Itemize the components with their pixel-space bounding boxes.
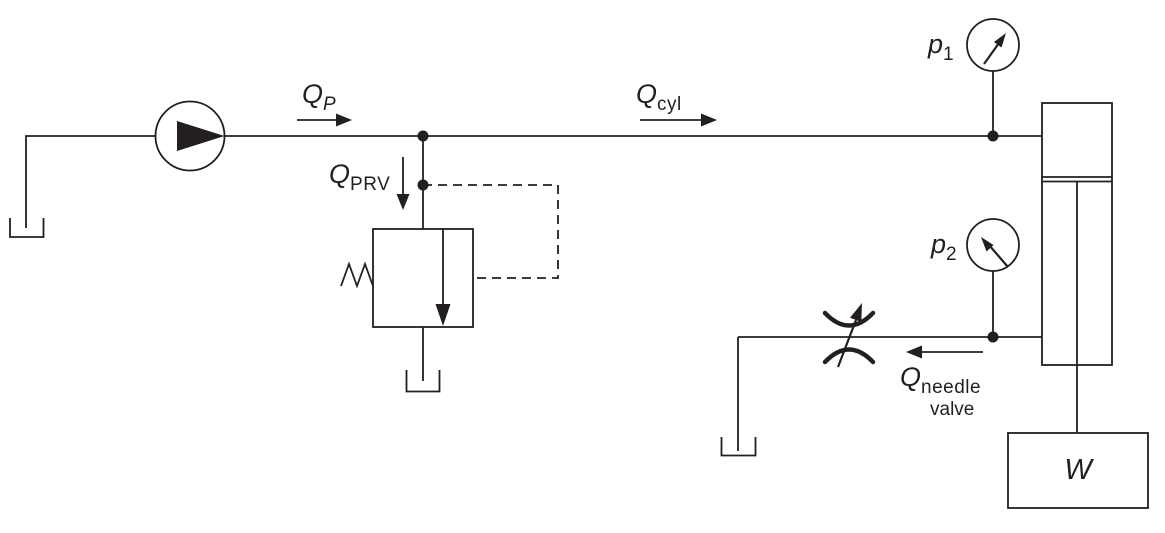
needle-valve-lower-arc xyxy=(822,347,876,365)
needle-valve-upper-arc xyxy=(822,310,876,328)
pressure-gauge-p1-icon xyxy=(966,18,1020,72)
label-weight: W xyxy=(1008,433,1148,508)
label-q-cyl: Qcyl xyxy=(636,79,682,115)
label-q-needle-sub: needle xyxy=(921,377,982,398)
qcyl-arrowhead xyxy=(701,113,717,127)
weight-box xyxy=(1007,432,1149,509)
label-q-needle-main: Q xyxy=(900,362,922,392)
prv-flow-arrowhead xyxy=(435,304,451,326)
label-p1-sub: 1 xyxy=(943,44,955,65)
label-q-prv: QPRV xyxy=(329,159,391,195)
junction-dots xyxy=(417,130,999,343)
tank-prv-drain-icon xyxy=(405,370,441,393)
label-p2: p2 xyxy=(931,229,958,265)
label-q-pump-main: Q xyxy=(302,79,324,109)
junction-dot xyxy=(987,130,999,142)
hydraulic-cylinder-icon xyxy=(1041,102,1113,433)
gauge-p1-needle xyxy=(994,33,1006,48)
label-q-prv-main: Q xyxy=(329,159,351,189)
prv-pilot-line xyxy=(423,184,559,279)
junction-dot xyxy=(987,331,999,343)
qprv-arrowhead xyxy=(396,194,410,210)
needle-valve-adjust-arrowhead xyxy=(850,303,862,322)
suction-pipe xyxy=(25,135,156,228)
label-p2-sub: 2 xyxy=(946,244,958,265)
label-q-pump: QP xyxy=(302,79,337,115)
tank-suction-icon xyxy=(9,218,45,238)
flow-arrows xyxy=(297,113,983,359)
tank-needle-drain-icon xyxy=(720,437,757,457)
qneedle-arrowhead xyxy=(906,345,922,359)
needle-valve-icon xyxy=(822,303,876,368)
label-q-prv-sub: PRV xyxy=(350,174,391,195)
prv-spring-icon xyxy=(340,261,374,289)
pressure-relief-valve-icon xyxy=(340,228,474,328)
qp-arrowhead xyxy=(336,113,352,127)
label-q-cyl-main: Q xyxy=(636,79,658,109)
label-weight-main: W xyxy=(1064,454,1092,486)
needle-valve-adjust-shaft xyxy=(836,319,858,368)
junction-dot xyxy=(417,179,429,191)
hydraulic-pump-icon xyxy=(154,100,226,172)
pressure-gauge-p2-icon xyxy=(966,218,1020,272)
pump-flow-triangle xyxy=(177,121,225,151)
label-p1: p1 xyxy=(928,29,955,65)
label-q-pump-sub: P xyxy=(323,94,337,115)
label-p1-main: p xyxy=(928,29,944,59)
junction-dot xyxy=(417,130,429,142)
label-q-cyl-sub: cyl xyxy=(657,94,682,115)
label-p2-main: p xyxy=(931,229,947,259)
label-q-needle-sub-line2: valve xyxy=(930,399,975,420)
gauge-p2-needle xyxy=(981,237,994,252)
